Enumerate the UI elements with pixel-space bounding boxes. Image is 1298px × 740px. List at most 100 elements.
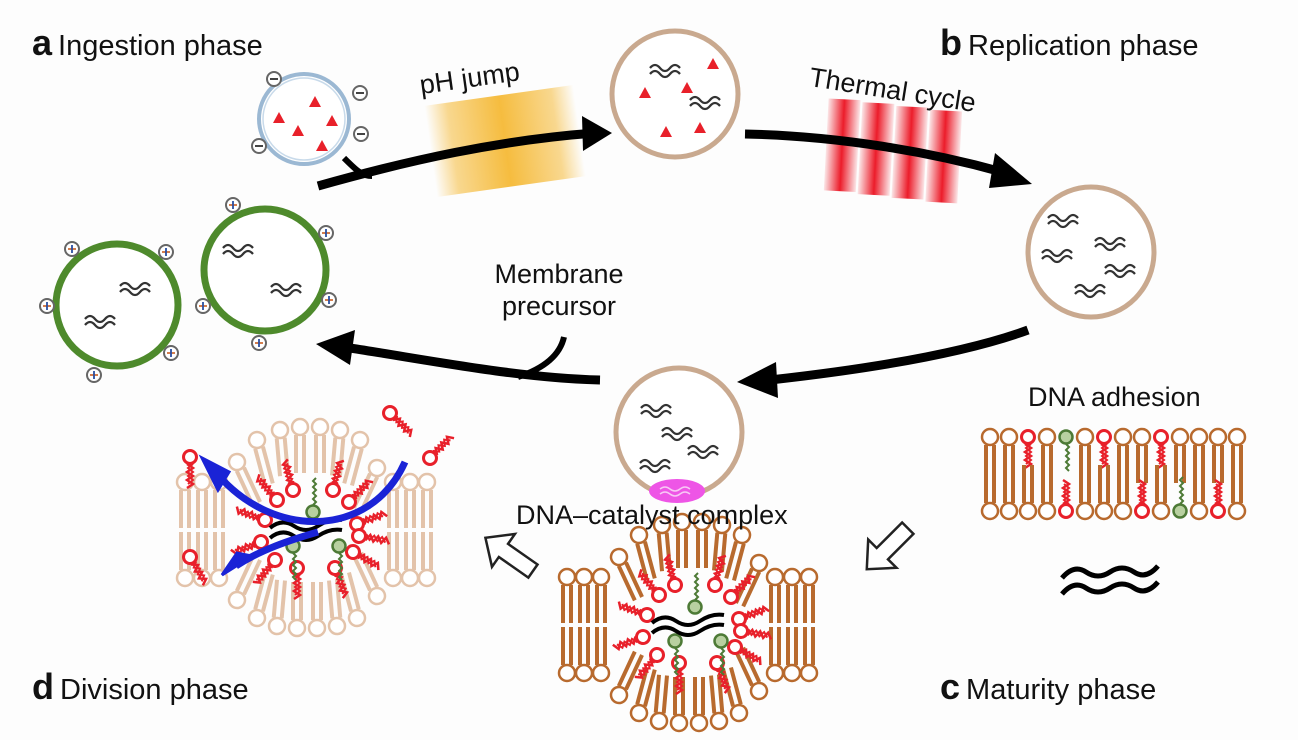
lipid xyxy=(1132,427,1152,485)
lipid xyxy=(267,578,291,636)
catalyst-release-arrows xyxy=(179,402,459,589)
lipid xyxy=(417,472,437,530)
lipid xyxy=(1113,463,1133,521)
lipid xyxy=(1189,463,1209,521)
lipid xyxy=(999,463,1019,521)
phase-name: Ingestion phase xyxy=(58,30,263,62)
lipid xyxy=(326,420,350,478)
arrow-b-to-c xyxy=(769,325,1030,385)
lipid xyxy=(1208,427,1228,485)
arrow-b-cycle-head xyxy=(989,153,1032,188)
catalyst-lipid xyxy=(1134,478,1150,519)
lipid xyxy=(689,675,709,733)
phase-letter: b xyxy=(940,22,962,63)
lipid xyxy=(192,472,212,530)
catalyst-lipid xyxy=(1153,429,1169,470)
catalyst-lipid xyxy=(614,596,657,625)
catalyst-lipid xyxy=(1210,478,1226,519)
catalyst-lipid xyxy=(724,636,767,670)
lipid xyxy=(290,417,310,475)
arrow-a-to-b-head xyxy=(582,116,612,151)
phase-letter: c xyxy=(940,666,961,707)
lipid xyxy=(980,463,1000,521)
catalyst-lipid xyxy=(349,526,393,550)
membrane-precursor-line2: precursor xyxy=(501,291,617,321)
lipid xyxy=(417,530,437,588)
encapsulated-dna xyxy=(650,612,725,637)
catalyst-lipid xyxy=(632,565,670,606)
hollow-arrow-to-division xyxy=(483,532,540,580)
giant-vesicle-ingested xyxy=(609,28,741,160)
anionic-vesicle xyxy=(251,71,369,166)
arrow-a-to-b xyxy=(316,128,596,191)
arrow-d-to-a xyxy=(349,343,601,385)
phase-name: Replication phase xyxy=(968,30,1199,62)
lipid xyxy=(574,625,594,683)
lipid xyxy=(591,625,611,683)
membrane-precursor-label: Membrane precursor xyxy=(484,258,634,322)
dna-bound-lipid xyxy=(1172,475,1188,519)
lipid xyxy=(1227,463,1247,521)
lipid xyxy=(799,625,819,683)
division-membrane xyxy=(175,417,437,638)
membrane-precursor-branch xyxy=(517,336,567,380)
lipid xyxy=(591,567,611,625)
lipid xyxy=(400,472,420,530)
lipid xyxy=(310,417,330,475)
catalyst-lipid xyxy=(729,600,772,629)
lipid xyxy=(574,567,594,625)
lipid xyxy=(307,580,327,638)
dna-strand-icon xyxy=(1060,564,1160,596)
phase-letter: d xyxy=(32,666,54,707)
lipid xyxy=(765,567,785,625)
dna-bound-lipid xyxy=(687,571,703,615)
dna-adhesion-bilayer xyxy=(980,427,1247,521)
phase-name: Division phase xyxy=(60,674,249,706)
lipid xyxy=(1018,463,1038,521)
lipid xyxy=(799,567,819,625)
arrow-b-cycle xyxy=(744,129,1004,177)
lipid xyxy=(245,428,278,488)
dna-catalyst-complex-label: DNA–catalyst complex xyxy=(516,500,788,530)
phase-name: Maturity phase xyxy=(966,674,1157,706)
arrow-b-to-c-head xyxy=(737,362,778,398)
lipid xyxy=(557,625,577,683)
lipid xyxy=(400,530,420,588)
hollow-arrow-to-complex xyxy=(865,520,916,571)
daughter-vesicle-1 xyxy=(39,240,182,383)
lipid xyxy=(782,625,802,683)
giant-vesicle-mature xyxy=(613,365,745,503)
lipid xyxy=(557,567,577,625)
catalyst-lipid xyxy=(1096,429,1112,470)
dna-bound-lipid xyxy=(305,476,321,520)
catalyst-lipid xyxy=(731,621,775,645)
lipid xyxy=(1075,463,1095,521)
daughter-vesicle-2 xyxy=(195,197,337,351)
lipid xyxy=(1151,463,1171,521)
lipid xyxy=(1037,463,1057,521)
dna-catalyst-complex-membrane xyxy=(557,512,819,733)
lipid xyxy=(1094,463,1114,521)
dna-bound-lipid xyxy=(1058,429,1074,473)
lipid xyxy=(627,523,660,583)
dna-adhesion-label: DNA adhesion xyxy=(1028,382,1201,412)
catalyst-lipid xyxy=(342,541,385,575)
arrow-merge-ingestion xyxy=(341,155,373,179)
catalyst-lipid xyxy=(610,627,653,656)
arrow-d-to-a-head xyxy=(316,330,355,365)
lipid xyxy=(209,530,229,588)
catalyst-lipid xyxy=(1058,478,1074,519)
lipid xyxy=(1170,427,1190,485)
negative-charge-icon xyxy=(266,71,282,87)
lipid xyxy=(649,673,673,731)
phase-letter: a xyxy=(32,22,53,63)
catalyst-lipid xyxy=(1020,429,1036,470)
giant-vesicle-replicated xyxy=(1025,184,1157,320)
membrane-precursor-line1: Membrane xyxy=(494,259,624,289)
